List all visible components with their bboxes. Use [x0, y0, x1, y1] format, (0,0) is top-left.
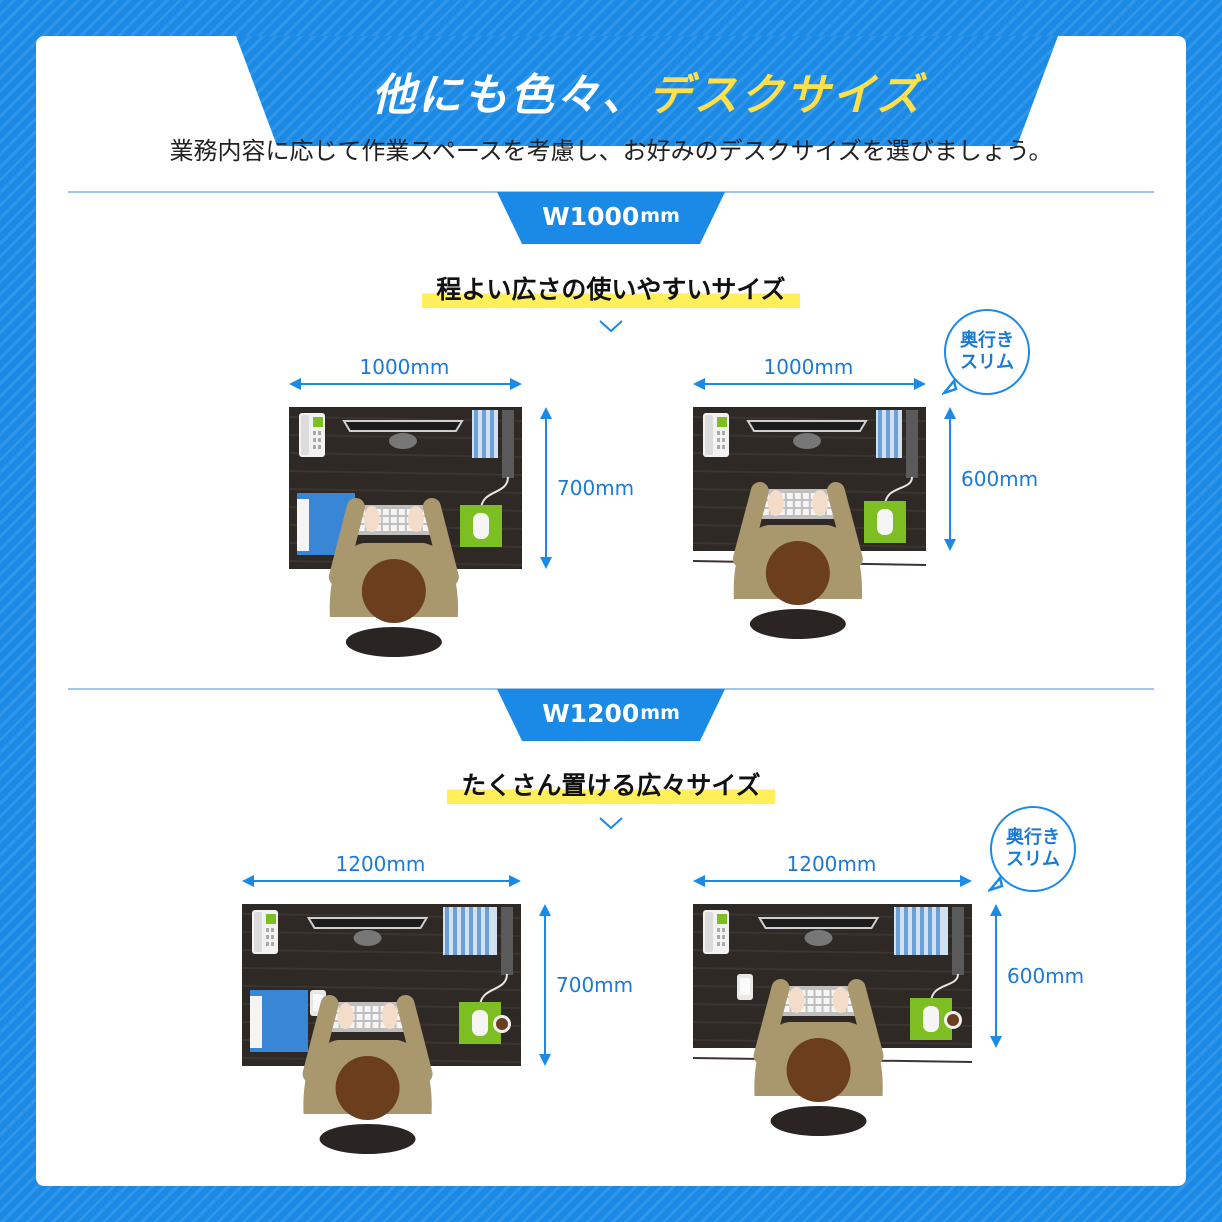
chair-icon: [749, 609, 846, 639]
width-label: 1200mm: [335, 852, 426, 876]
cable-tray: [501, 907, 513, 975]
monitor-icon: [342, 420, 464, 449]
person-top-view: [302, 995, 433, 1154]
head-icon: [335, 1056, 400, 1120]
monitor-icon: [757, 917, 880, 946]
badge-line-2: スリム: [960, 352, 1014, 373]
depth-dimension-arrow: [990, 904, 1002, 1048]
desk-phone-icon: [703, 413, 729, 457]
banner-title-highlight: デスクサイズ: [647, 70, 923, 121]
bubble-tail: [988, 876, 1004, 892]
tab-unit-text: mm: [640, 702, 680, 724]
header-banner: 他にも色々、デスクサイズ: [236, 36, 1058, 146]
desk-phone-icon: [252, 910, 278, 954]
width-dimension-arrow: [242, 875, 521, 887]
coffee-cup-icon: [493, 1015, 511, 1033]
tab-main-text: W1000: [542, 201, 640, 231]
mouse-pad-icon: [460, 476, 509, 547]
head-icon: [765, 541, 830, 605]
chevron-down-icon: [599, 817, 623, 830]
badge-line-1: 奥行き: [1006, 827, 1060, 848]
desk-scene-illustration: [288, 407, 523, 657]
headline-text: たくさん置ける広々サイズ: [447, 766, 775, 804]
section-headline: たくさん置ける広々サイズ: [0, 766, 1222, 804]
person-top-view: [732, 482, 863, 639]
mouse-icon: [923, 1006, 939, 1032]
chair-icon: [770, 1106, 867, 1136]
bookshelf-icon: [443, 907, 513, 975]
bookshelf-icon: [876, 410, 918, 478]
headline-text: 程よい広さの使いやすいサイズ: [422, 270, 800, 308]
depth-dimension-arrow: [944, 407, 956, 551]
section-headline: 程よい広さの使いやすいサイズ: [0, 270, 1222, 308]
page-subtitle: 業務内容に応じて作業スペースを考慮し、お好みのデスクサイズを選びましょう。: [169, 137, 1053, 165]
width-dimension-arrow: [693, 378, 926, 390]
desk-phone-icon: [299, 413, 325, 457]
width-label: 1000mm: [359, 355, 450, 379]
mouse-icon: [472, 1010, 488, 1036]
chair-icon: [319, 1124, 416, 1154]
width-label: 1000mm: [763, 355, 854, 379]
depth-label: 600mm: [961, 467, 1039, 491]
head-icon: [361, 559, 426, 623]
depth-dimension-arrow: [539, 904, 551, 1066]
speech-bubble-badge: 奥行きスリム: [944, 309, 1030, 395]
bookshelf-icon: [472, 410, 514, 478]
banner-title: 他にも色々、デスクサイズ: [372, 59, 923, 123]
tab-unit-text: mm: [640, 205, 680, 227]
width-label: 1200mm: [786, 852, 877, 876]
width-dimension-arrow: [693, 875, 972, 887]
bookshelf-icon: [894, 907, 964, 975]
speech-bubble-badge: 奥行きスリム: [990, 806, 1076, 892]
chevron-down-icon: [599, 320, 623, 333]
depth-label: 600mm: [1007, 964, 1085, 988]
chair-icon: [345, 627, 442, 657]
badge-line-2: スリム: [1006, 849, 1060, 870]
person-top-view: [328, 498, 459, 657]
monitor-icon: [746, 420, 868, 449]
desk-scene-illustration: [692, 407, 927, 639]
depth-label: 700mm: [556, 973, 634, 997]
person-top-view: [753, 979, 884, 1136]
desk-scene-illustration: [692, 904, 973, 1136]
depth-label: 700mm: [557, 476, 635, 500]
coffee-cup-icon: [944, 1011, 962, 1029]
desk-phone-icon: [703, 910, 729, 954]
banner-title-prefix: 他にも色々、: [371, 70, 648, 121]
cable-tray: [952, 907, 964, 975]
tab-main-text: W1200: [542, 698, 640, 728]
badge-line-1: 奥行き: [960, 330, 1014, 351]
mouse-icon: [877, 509, 893, 535]
cable-tray: [502, 410, 514, 478]
mouse-icon: [473, 513, 489, 539]
bubble-tail: [942, 379, 958, 395]
desk-scene-illustration: [241, 904, 522, 1154]
mouse-pad-icon: [864, 476, 913, 543]
head-icon: [786, 1038, 851, 1102]
cable-tray: [906, 410, 918, 478]
smartphone-icon: [737, 974, 753, 1000]
monitor-icon: [306, 917, 429, 946]
depth-dimension-arrow: [540, 407, 552, 569]
folder-icon: [250, 990, 308, 1052]
width-dimension-arrow: [289, 378, 522, 390]
